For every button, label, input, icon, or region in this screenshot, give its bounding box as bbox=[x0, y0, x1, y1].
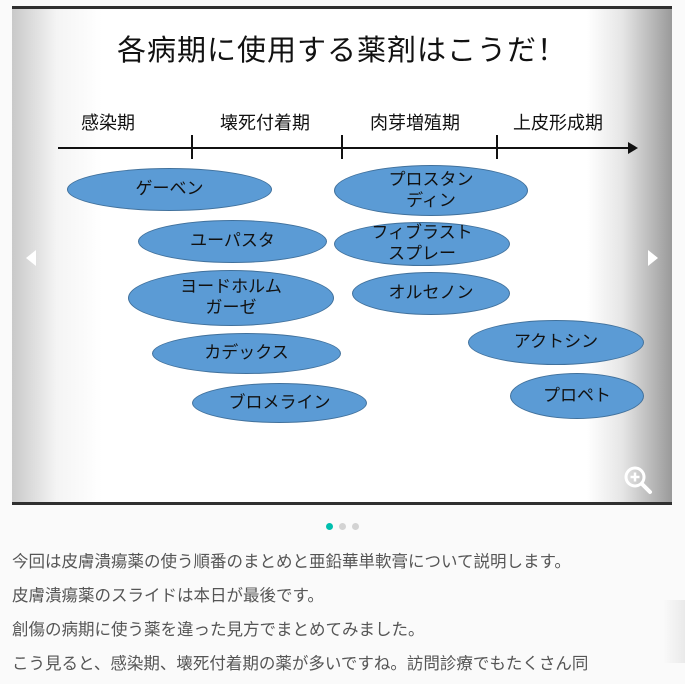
drug-ellipse-geben: ゲーベン bbox=[67, 168, 272, 211]
timeline-arrowhead bbox=[628, 142, 638, 154]
timeline-tick bbox=[191, 135, 193, 159]
article-paragraph: 創傷の病期に使う薬を違った見方でまとめてみました。 bbox=[12, 620, 425, 639]
drug-ellipse-bromelain: ブロメライン bbox=[192, 383, 367, 423]
drug-ellipse-olsenon: オルセノン bbox=[352, 272, 510, 315]
drug-ellipse-actosin: アクトシン bbox=[468, 320, 644, 365]
chevron-right-icon[interactable] bbox=[648, 250, 658, 266]
drug-ellipse-eupasta: ユーパスタ bbox=[138, 220, 327, 263]
article-paragraph: 今回は皮膚潰瘍薬の使う順番のまとめと亜鉛華単軟膏について説明します。 bbox=[12, 552, 571, 571]
drug-ellipse-fiblast-spray: フィブラスト スプレー bbox=[334, 222, 510, 266]
article-body: 今回は皮膚潰瘍薬の使う順番のまとめと亜鉛華単軟膏について説明します。 皮膚潰瘍薬… bbox=[12, 548, 677, 684]
article-paragraph: 皮膚潰瘍薬のスライドは本日が最後です。 bbox=[12, 586, 324, 605]
drug-ellipse-prostandin: プロスタン ディン bbox=[334, 165, 528, 216]
phase-label-infection: 感染期 bbox=[81, 113, 135, 134]
slider-pagination bbox=[0, 523, 685, 530]
edge-shadow bbox=[663, 600, 685, 663]
image-slider[interactable]: 各病期に使用する薬剤はこうだ！ 感染期 壊死付着期 肉芽増殖期 上皮形成期 ゲー… bbox=[12, 6, 672, 505]
pagination-dot-3[interactable] bbox=[352, 523, 359, 530]
phase-label-necrotic: 壊死付着期 bbox=[220, 113, 310, 134]
slide-title: 各病期に使用する薬剤はこうだ！ bbox=[116, 33, 567, 67]
pagination-dot-2[interactable] bbox=[339, 523, 346, 530]
drug-ellipse-propeto: プロペト bbox=[510, 373, 644, 419]
drug-ellipse-cadexomer: カデックス bbox=[152, 333, 341, 374]
phase-label-epithelialization: 上皮形成期 bbox=[513, 113, 603, 134]
phase-label-granulation: 肉芽増殖期 bbox=[370, 113, 460, 134]
timeline-tick bbox=[341, 135, 343, 159]
timeline-axis bbox=[58, 147, 630, 149]
chevron-left-icon[interactable] bbox=[26, 250, 36, 266]
timeline-tick bbox=[496, 135, 498, 159]
zoom-in-icon[interactable] bbox=[622, 464, 654, 496]
pagination-dot-1[interactable] bbox=[326, 523, 333, 530]
drug-ellipse-iodoform-gauze: ヨードホルム ガーゼ bbox=[128, 270, 334, 326]
article-paragraph: こう見ると、感染期、壊死付着期の薬が多いですね。訪問診療でもたくさん同 bbox=[12, 654, 589, 673]
